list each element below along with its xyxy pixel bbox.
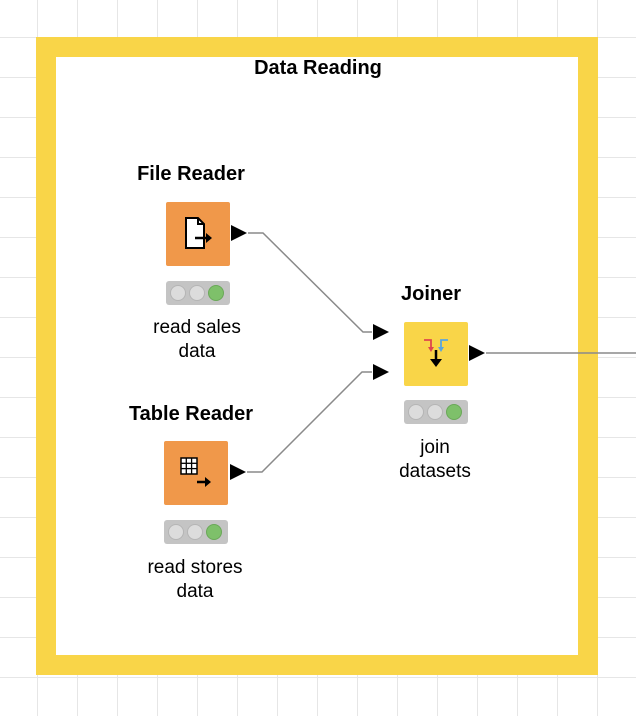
joiner-node[interactable]: [404, 322, 468, 386]
status-light-red: [168, 524, 184, 540]
connection-file-reader-to-joiner: [248, 232, 372, 333]
status-light-yellow: [427, 404, 443, 420]
annotation-title: Data Reading: [254, 57, 382, 79]
table-reader-label[interactable]: read stores data: [147, 557, 243, 602]
table-reader-node[interactable]: [164, 441, 228, 505]
file-reader-status-lights: [166, 281, 230, 305]
file-reader-label[interactable]: read sales data: [153, 317, 241, 362]
annotation-box[interactable]: [36, 37, 598, 675]
joiner-label[interactable]: join datasets: [399, 437, 471, 482]
status-light-yellow: [189, 285, 205, 301]
joiner-input-port-right[interactable]: [372, 363, 390, 381]
status-light-green: [446, 404, 462, 420]
joiner-title: Joiner: [400, 283, 462, 305]
joiner-status-lights: [404, 400, 468, 424]
file-reader-node[interactable]: [166, 202, 230, 266]
status-light-red: [170, 285, 186, 301]
join-arrows-icon: [424, 339, 448, 367]
table-arrow-icon: [180, 457, 211, 487]
file-arrow-icon: [185, 217, 212, 249]
joiner-input-port-left[interactable]: [372, 323, 390, 341]
table-reader-title: Table Reader: [128, 403, 254, 425]
joiner-output-port[interactable]: [468, 344, 486, 362]
status-light-green: [206, 524, 222, 540]
table-reader-status-lights: [164, 520, 228, 544]
file-reader-output-port[interactable]: [230, 224, 248, 242]
file-reader-title: File Reader: [137, 163, 245, 185]
status-light-green: [208, 285, 224, 301]
connection-table-reader-to-joiner: [247, 371, 372, 473]
status-light-yellow: [187, 524, 203, 540]
status-light-red: [408, 404, 424, 420]
table-reader-output-port[interactable]: [229, 463, 247, 481]
